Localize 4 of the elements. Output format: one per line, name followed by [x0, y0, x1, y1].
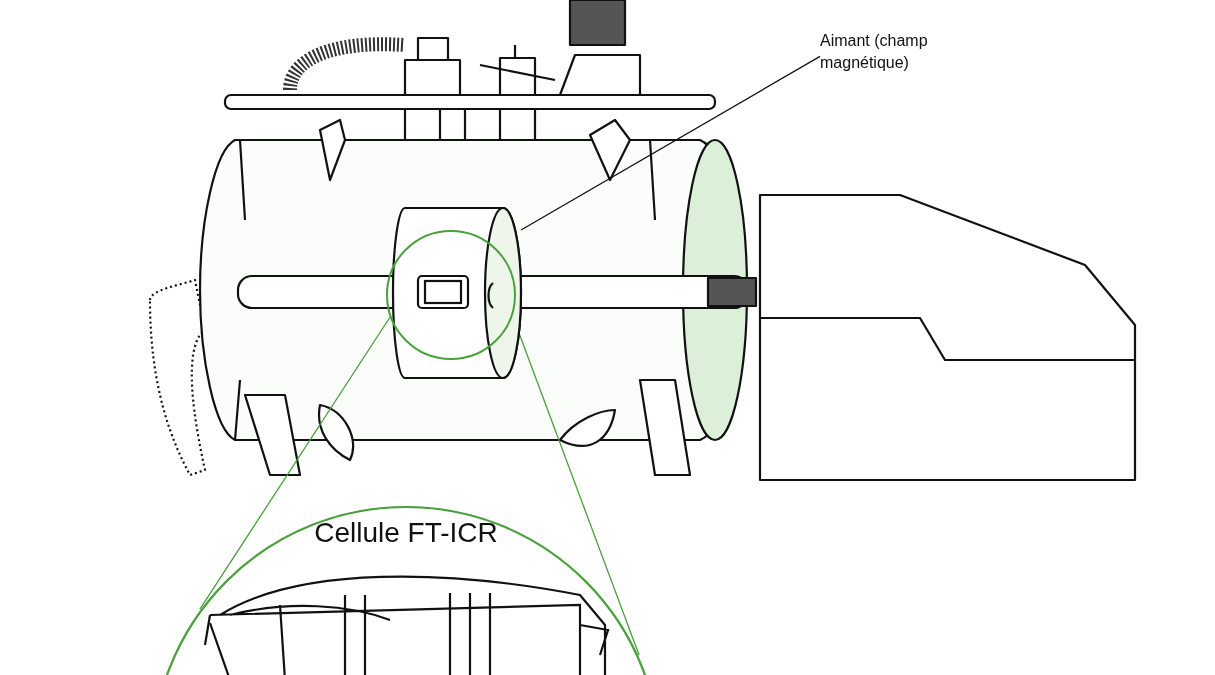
zoom-line — [199, 316, 391, 610]
leader-line — [520, 55, 821, 231]
callout-text: Aimant (champ magnétique) — [820, 31, 929, 73]
view-title: Cellule FT-ICR — [314, 517, 498, 549]
